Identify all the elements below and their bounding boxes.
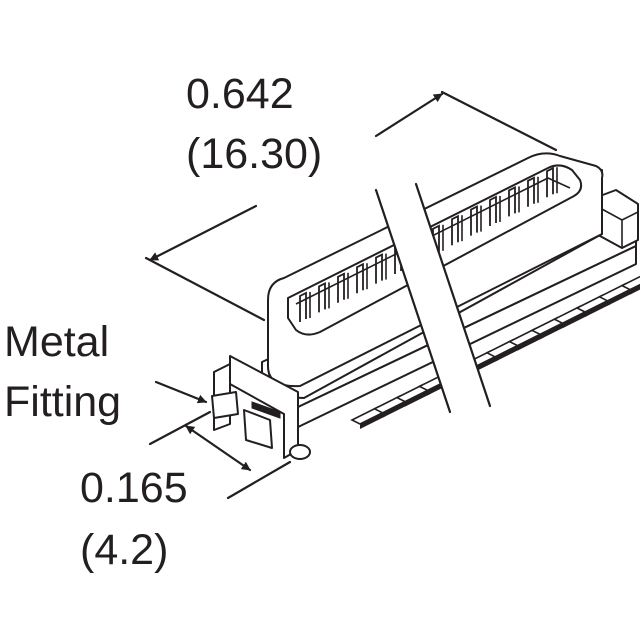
- contact: [508, 185, 520, 217]
- contact: [489, 195, 501, 226]
- solder-terminal-shadow: [630, 284, 640, 295]
- contact: [299, 291, 311, 322]
- solder-terminal-shadow: [360, 411, 386, 429]
- metal-fitting-label-line1: Metal: [4, 318, 110, 366]
- contact: [470, 205, 482, 236]
- length-dimension: [144, 90, 558, 322]
- contact: [546, 166, 558, 198]
- solder-terminal-shadow: [607, 287, 634, 306]
- length-inches-label: 0.642: [186, 70, 294, 118]
- solder-terminal-shadow: [382, 399, 409, 418]
- contact: [337, 272, 349, 303]
- height-dimension: [148, 410, 292, 500]
- solder-terminal-shadow: [585, 299, 611, 317]
- metal-fitting-label-line2: Fitting: [4, 378, 122, 426]
- solder-terminal-shadow: [540, 321, 566, 340]
- metal-fitting-leader: [154, 380, 208, 404]
- contact: [318, 281, 330, 313]
- height-mm-label: (4.2): [80, 526, 169, 574]
- contact: [527, 176, 539, 207]
- solder-terminal-shadow: [517, 332, 544, 351]
- contact: [375, 253, 387, 284]
- metal-fitting: [211, 355, 311, 460]
- solder-terminal-shadow: [562, 310, 589, 329]
- break-band: [374, 182, 492, 414]
- solder-terminal-shadow: [495, 343, 521, 362]
- solder-terminal-shadow: [405, 388, 431, 407]
- contact: [356, 262, 368, 294]
- length-mm-label: (16.30): [186, 130, 323, 178]
- solder-terminal: [620, 275, 640, 291]
- height-inches-label: 0.165: [80, 464, 188, 512]
- solder-terminal-shadow: [472, 355, 499, 373]
- contact: [451, 214, 463, 246]
